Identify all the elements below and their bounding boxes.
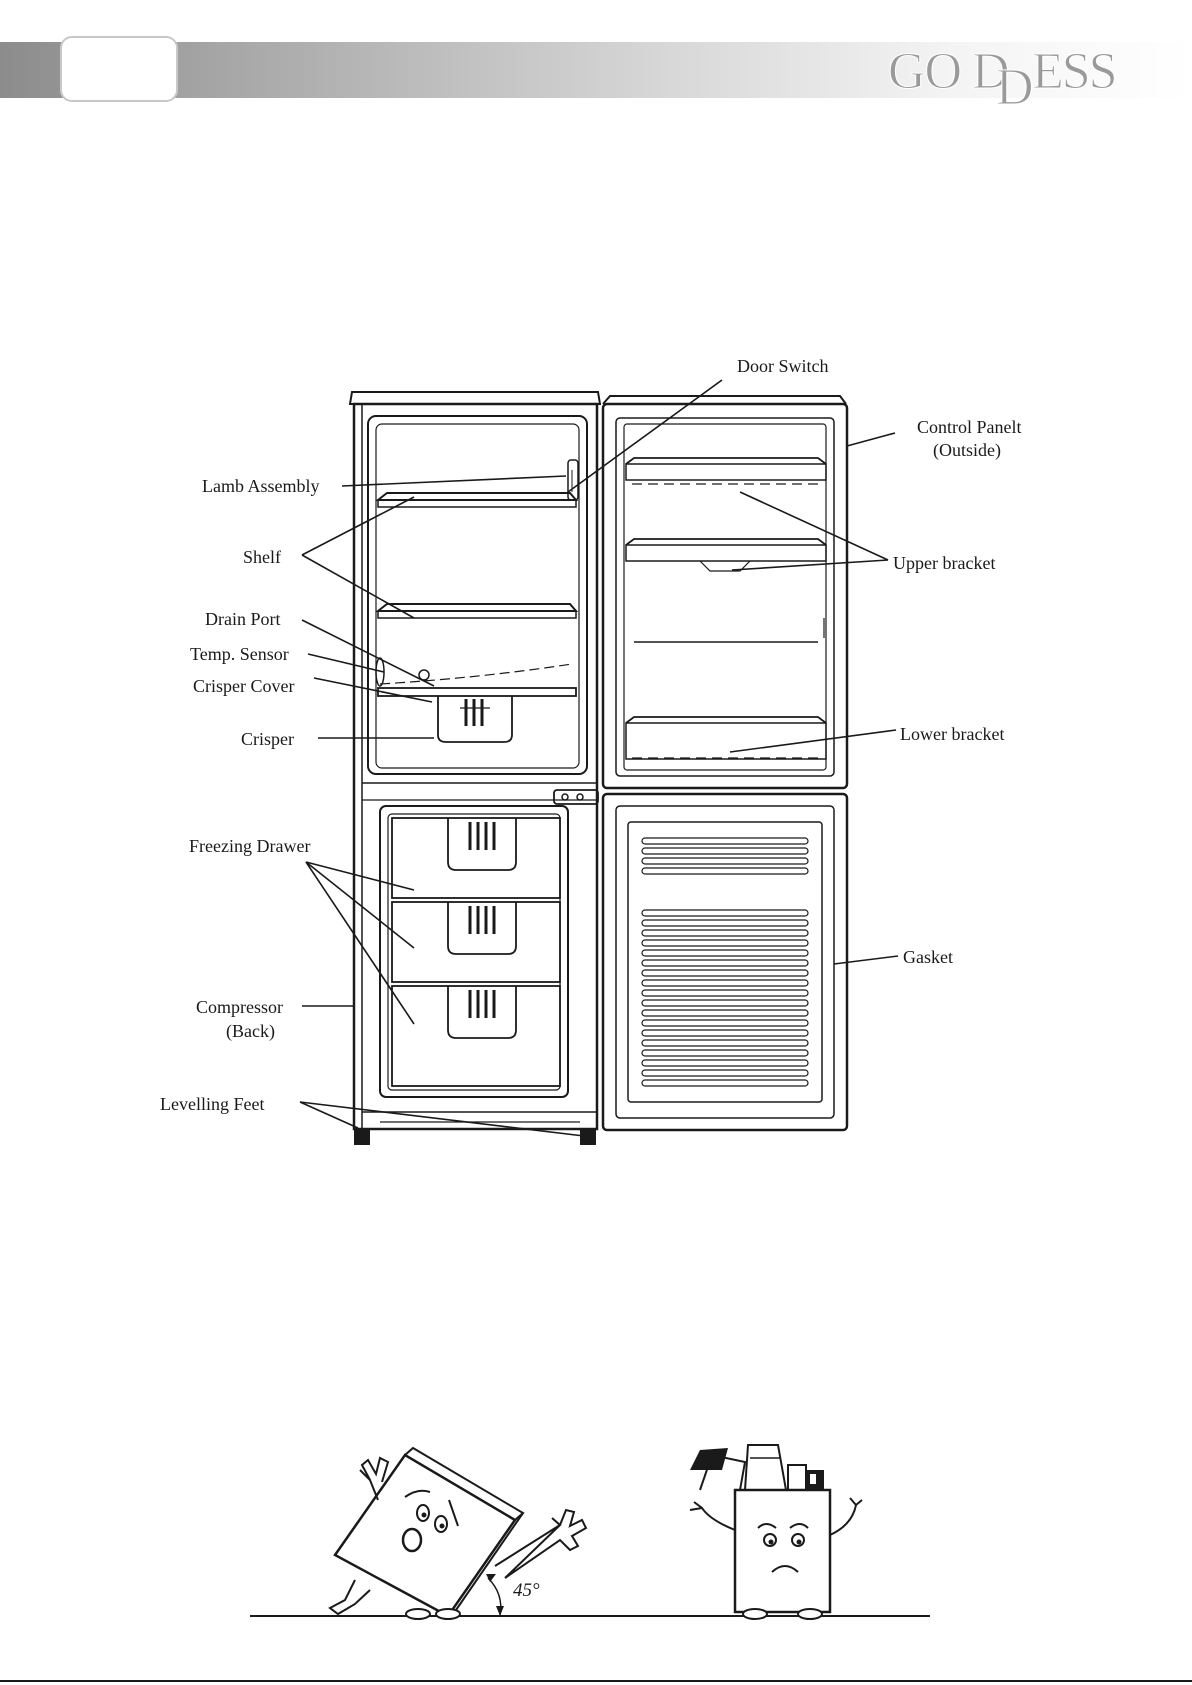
shelf-leader [302, 555, 414, 618]
overloaded-fridge-cartoon [690, 1445, 862, 1619]
label-compressor: Compressor [196, 997, 283, 1017]
fridge-cabinet [350, 392, 600, 1129]
label-shelf: Shelf [243, 547, 281, 567]
crisper [438, 696, 512, 742]
label-control-panel-outside: (Outside) [933, 440, 1001, 461]
door-switch [554, 790, 598, 804]
footer-rule [0, 1680, 1192, 1682]
control-panel-leader [847, 433, 895, 446]
label-crisper-cover: Crisper Cover [193, 676, 294, 696]
tilted-fridge-cartoon: 45° [330, 1448, 586, 1619]
label-upper-bracket: Upper bracket [893, 553, 995, 573]
label-freezing-drawer: Freezing Drawer [189, 836, 310, 856]
freezing-drawer [392, 818, 560, 898]
label-drain-port: Drain Port [205, 609, 281, 629]
crisper-cover [378, 688, 576, 696]
label-gasket: Gasket [903, 947, 953, 967]
label-lower-bracket: Lower bracket [900, 724, 1004, 744]
shelf [378, 604, 576, 618]
freezing-drawer-leader [306, 862, 414, 948]
temp-sensor-leader [308, 654, 384, 672]
label-crisper: Crisper [241, 729, 294, 749]
freezer-door [603, 794, 847, 1130]
gasket [642, 838, 808, 1086]
fridge-door [603, 396, 847, 788]
shelf-leader [302, 497, 414, 555]
angle-label: 45° [513, 1580, 540, 1601]
freezing-drawer [392, 902, 560, 982]
upper-bracket-leader [740, 492, 888, 560]
label-levelling-feet: Levelling Feet [160, 1094, 264, 1114]
label-lamb-assembly: Lamb Assembly [202, 476, 320, 496]
levelling-foot [580, 1129, 596, 1145]
label-temp-sensor: Temp. Sensor [190, 644, 289, 664]
levelling-feet-leader [300, 1102, 584, 1136]
lower-bracket-leader [730, 730, 896, 752]
gasket-leader [834, 956, 898, 964]
levelling-foot [354, 1129, 370, 1145]
label-door-switch: Door Switch [737, 356, 829, 376]
freezing-drawer [392, 986, 560, 1086]
label-control-panel: Control Panelt [917, 417, 1022, 437]
label-compressor-back: (Back) [226, 1021, 275, 1042]
